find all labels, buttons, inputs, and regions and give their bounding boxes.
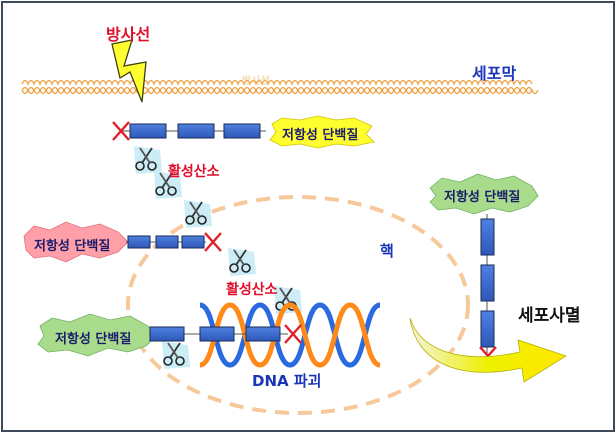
membrane-watermark-label: 방사선 <box>242 76 270 87</box>
burst-pink <box>23 221 129 263</box>
dna-damage-label: DNA 파괴 <box>252 372 322 390</box>
ros-label-top: 활성산소 <box>168 164 220 180</box>
vertical-protein-chain <box>478 214 498 367</box>
resistant-protein-label-right: 저항성 단백질 <box>444 190 521 205</box>
cross-mark-icon <box>203 231 223 253</box>
burst-green-right <box>429 173 539 215</box>
nucleus-envelope <box>126 195 470 415</box>
scissors-icon <box>227 247 257 277</box>
scissors-icon <box>183 199 213 229</box>
radiation-label: 방사선 <box>106 25 151 44</box>
scissors-icon <box>161 340 191 370</box>
nucleus-label: 핵 <box>380 242 394 260</box>
cell-death-label: 세포사멸 <box>518 306 581 326</box>
lightning-bolt-icon <box>111 39 147 103</box>
scissors-icon <box>133 145 163 175</box>
resistant-protein-label-left: 저항성 단백질 <box>34 239 111 254</box>
resistant-protein-label-bottom: 저항성 단백질 <box>55 332 132 347</box>
membrane-protein-chain <box>111 120 266 142</box>
dna-helix <box>199 302 381 368</box>
cell-membrane <box>21 79 539 95</box>
cell-membrane-label: 세포막 <box>472 64 517 83</box>
resistant-protein-label-top: 저항성 단백질 <box>282 128 359 143</box>
dna-protein-chain <box>149 323 303 345</box>
burst-green-left <box>37 313 157 357</box>
ros-label-mid: 활성산소 <box>226 282 278 298</box>
nucleus-protein-chain <box>126 231 223 253</box>
curved-arrow-icon <box>409 317 567 383</box>
burst-yellow <box>269 115 375 149</box>
